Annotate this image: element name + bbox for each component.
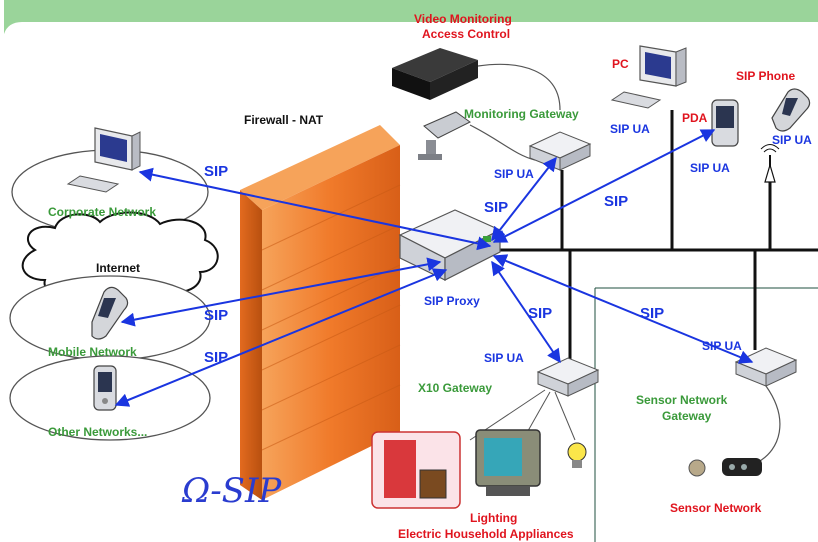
other-networks-pda-icon (93, 365, 117, 411)
corporate-network-label: Corporate Network (48, 205, 156, 219)
card-reader-cable (477, 63, 561, 111)
other-networks-label: Other Networks... (48, 425, 147, 439)
internet-label: Internet (96, 261, 140, 275)
sip-link-sensor (492, 254, 754, 364)
sip-link-corporate (138, 167, 492, 251)
card-reader-icon (392, 48, 478, 100)
access-control-label: Access Control (422, 27, 510, 41)
sensor-node-icon (688, 458, 762, 477)
ua-label-pda: SIP UA (690, 161, 730, 175)
camera-cable (469, 124, 536, 161)
coffee-maker-icon (371, 431, 461, 509)
antenna-icon (760, 144, 780, 183)
sip-label-sensor-link: SIP (640, 305, 664, 322)
ua-label-pc: SIP UA (610, 122, 650, 136)
header-bar (0, 0, 818, 34)
sip-label-corporate: SIP (204, 163, 228, 180)
sip-label-mobile: SIP (204, 307, 228, 324)
sensor-gateway-label-1: Sensor Network (636, 393, 728, 407)
sip-phone-label: SIP Phone (736, 69, 795, 83)
sip-links (114, 129, 754, 407)
sensor-gateway-icon (734, 347, 798, 387)
lightbulb-icon (567, 442, 587, 468)
x10-gateway-label: X10 Gateway (418, 381, 492, 395)
tv-icon (475, 429, 541, 496)
sensor-network-label: Sensor Network (670, 501, 762, 515)
monitoring-gateway-icon (528, 131, 592, 171)
sip-label-other: SIP (204, 349, 228, 366)
sip-label-proxy-top: SIP (484, 199, 508, 216)
ua-label-sensor: SIP UA (702, 339, 742, 353)
ua-label-x10: SIP UA (484, 351, 524, 365)
camera-icon (418, 111, 471, 160)
pc-label: PC (612, 57, 629, 71)
sip-link-other (114, 268, 448, 407)
firewall-label: Firewall - NAT (244, 113, 324, 127)
appliances-label: Electric Household Appliances (398, 527, 574, 541)
sensor-gateway-label-2: Gateway (662, 409, 712, 423)
pc-icon (610, 45, 687, 109)
x10-gateway-icon (536, 357, 600, 397)
ua-label-phone: SIP UA (772, 133, 812, 147)
pda-label: PDA (682, 111, 708, 125)
sip-label-x10-link: SIP (528, 305, 552, 322)
mobile-network-label: Mobile Network (48, 345, 137, 359)
corporate-pc-icon (66, 127, 141, 193)
monitoring-gateway-label: Monitoring Gateway (464, 107, 579, 121)
pda-icon (711, 99, 739, 147)
sip-phone-icon (771, 88, 811, 132)
sip-link-pda (492, 129, 716, 243)
video-monitoring-label: Video Monitoring (414, 12, 512, 26)
lighting-label: Lighting (470, 511, 517, 525)
ua-label-monitoring: SIP UA (494, 167, 534, 181)
q-sip-logo: Ω-SIP (181, 471, 282, 511)
sip-proxy-label: SIP Proxy (424, 294, 480, 308)
sensor-cable (757, 385, 781, 463)
sip-label-pda-link: SIP (604, 193, 628, 210)
